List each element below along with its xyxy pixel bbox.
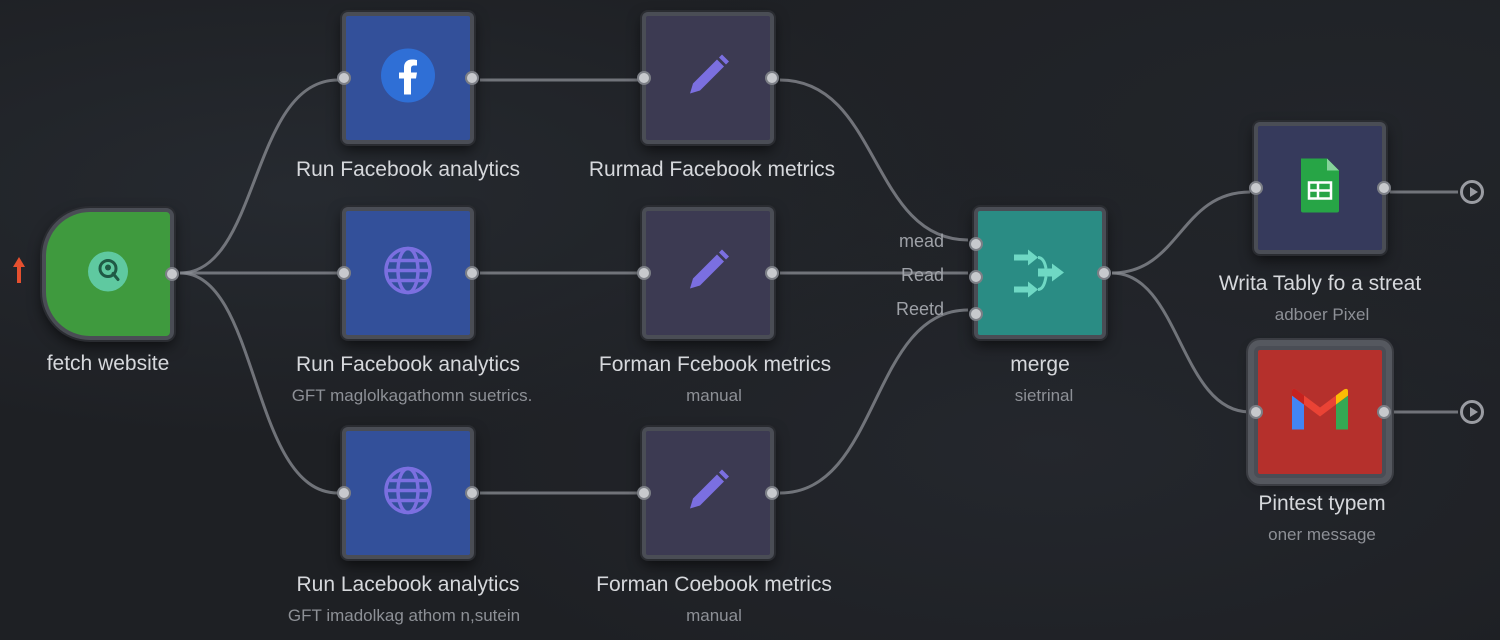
connection-fetch-fb1	[179, 78, 339, 275]
input-port[interactable]	[337, 266, 351, 280]
node-label: Forman Fcebook metrics	[598, 353, 832, 376]
node-gmail[interactable]	[1249, 346, 1391, 478]
node-label: Pintest typem	[1258, 492, 1386, 515]
node-sublabel: GFT imadolkag athom n,sutein	[287, 606, 521, 625]
output-port[interactable]	[465, 266, 479, 280]
add-next-node-icon[interactable]	[1460, 180, 1484, 204]
node-sublabel: manual	[686, 386, 742, 405]
input-port[interactable]	[337, 71, 351, 85]
google-sheets-icon	[1297, 157, 1343, 220]
node-label: Run Facebook analytics	[295, 158, 521, 181]
input-port-2[interactable]	[969, 270, 983, 284]
node-label: Writa Tably fo a streat	[1218, 272, 1422, 295]
output-port[interactable]	[1377, 181, 1391, 195]
node-sublabel: sietrinal	[1014, 386, 1074, 405]
node-facebook-analytics-3[interactable]	[337, 427, 479, 559]
node-edit-metrics-2[interactable]	[637, 207, 779, 339]
output-port[interactable]	[1097, 266, 1111, 280]
node-sublabel: oner message	[1268, 525, 1376, 544]
pencil-icon	[680, 463, 736, 524]
connection-fetch-fb3	[179, 271, 339, 495]
node-label: Forman Coebook metrics	[596, 573, 832, 596]
node-label: Run Facebook analytics	[295, 353, 521, 376]
output-port[interactable]	[465, 71, 479, 85]
node-label: Run Lacebook analytics	[296, 573, 520, 596]
merge-icon	[1008, 239, 1072, 308]
user-search-icon	[84, 248, 132, 301]
node-sublabel: manual	[686, 606, 742, 625]
node-facebook-analytics-1[interactable]	[337, 12, 479, 144]
node-label: fetch website	[46, 352, 170, 375]
facebook-icon	[379, 47, 437, 110]
pencil-icon	[680, 48, 736, 109]
output-port[interactable]	[1377, 405, 1391, 419]
trigger-start-arrow-icon	[13, 257, 25, 283]
node-label: merge	[1010, 353, 1070, 376]
merge-input-label-1: mead	[898, 231, 944, 251]
gmail-icon	[1288, 386, 1352, 439]
node-edit-metrics-1[interactable]	[637, 12, 779, 144]
connection-edit1-merge	[779, 78, 969, 242]
output-port[interactable]	[765, 266, 779, 280]
output-port[interactable]	[465, 486, 479, 500]
connection-merge-sheets	[1111, 190, 1251, 275]
node-google-sheets[interactable]	[1249, 122, 1391, 254]
node-merge[interactable]	[969, 207, 1111, 339]
input-port-3[interactable]	[969, 307, 983, 321]
node-fetch-website[interactable]	[42, 208, 179, 340]
input-port[interactable]	[1249, 405, 1263, 419]
node-facebook-analytics-2[interactable]	[337, 207, 479, 339]
output-port[interactable]	[165, 267, 179, 281]
node-sublabel: GFT maglolkagathomn suetrics.	[291, 386, 533, 405]
input-port[interactable]	[1249, 181, 1263, 195]
pencil-icon	[680, 243, 736, 304]
globe-icon	[380, 463, 436, 524]
connection-edit3-merge	[779, 308, 969, 495]
input-port[interactable]	[637, 486, 651, 500]
input-port[interactable]	[337, 486, 351, 500]
globe-icon	[380, 243, 436, 304]
merge-input-label-2: Read	[900, 265, 944, 285]
output-port[interactable]	[765, 486, 779, 500]
output-port[interactable]	[765, 71, 779, 85]
node-edit-metrics-3[interactable]	[637, 427, 779, 559]
connection-merge-gmail	[1111, 271, 1251, 414]
input-port[interactable]	[637, 71, 651, 85]
add-next-node-icon[interactable]	[1460, 400, 1484, 424]
merge-input-label-3: Reetd	[895, 299, 944, 319]
node-label: Rurmad Facebook metrics	[588, 158, 836, 181]
input-port[interactable]	[637, 266, 651, 280]
node-sublabel: adboer Pixel	[1274, 305, 1370, 324]
input-port-1[interactable]	[969, 237, 983, 251]
